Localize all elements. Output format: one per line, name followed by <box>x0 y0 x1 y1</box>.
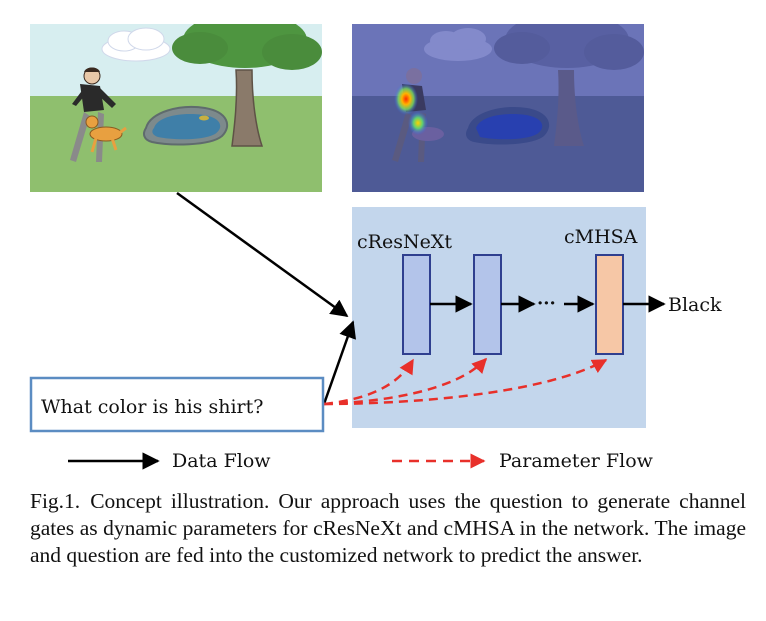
param-arrow-to-cmhsa <box>323 358 608 406</box>
ellipsis-label: ··· <box>537 293 556 314</box>
question-text: What color is his shirt? <box>41 396 263 418</box>
figure-caption: Fig.1.Concept illustration. Our approach… <box>30 488 746 569</box>
arrow-image-to-network <box>176 191 349 318</box>
param-arrow-to-block1 <box>323 358 415 406</box>
arrow-question-to-network <box>322 320 356 405</box>
tree-icon <box>172 24 322 147</box>
cresnext-block-2 <box>473 254 502 355</box>
output-label: Black <box>668 294 722 316</box>
input-image <box>30 24 322 192</box>
pond-icon <box>143 106 229 146</box>
cresnext-label: cResNeXt <box>357 231 452 253</box>
cmhsa-label: cMHSA <box>564 226 638 248</box>
cresnext-block-1 <box>402 254 431 355</box>
caption-text: Concept illustration. Our approach uses … <box>30 489 746 567</box>
legend-data-flow-label: Data Flow <box>172 450 271 472</box>
question-box <box>29 376 325 433</box>
attention-map-image <box>352 24 644 192</box>
caption-label: Fig.1. <box>30 489 81 513</box>
concept-figure: cResNeXt cMHSA ··· Black What color is h… <box>29 24 722 472</box>
dog-icon <box>85 115 127 153</box>
legend-parameter-flow-label: Parameter Flow <box>499 450 654 472</box>
cmhsa-block <box>595 254 624 355</box>
cloud-icon <box>101 27 171 62</box>
